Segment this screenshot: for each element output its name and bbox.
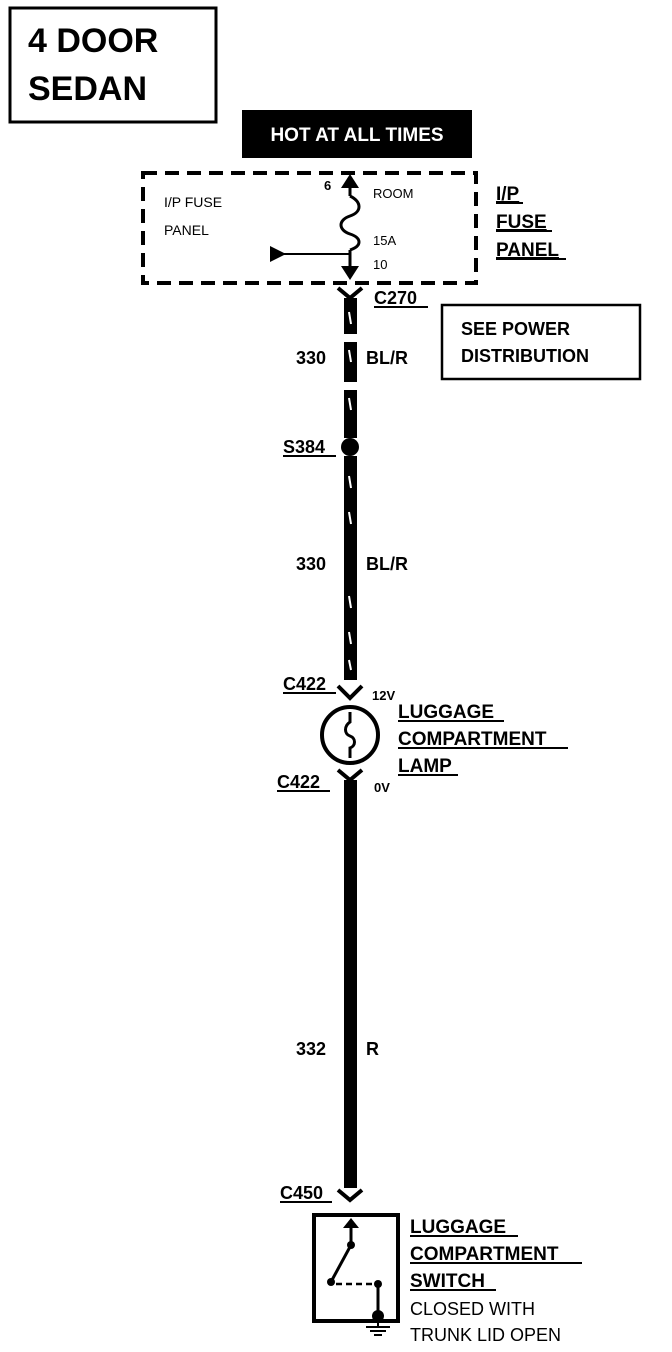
- c450-connector-icon: [336, 1188, 364, 1203]
- title-line-2: SEDAN: [28, 70, 147, 108]
- lamp-label-2: COMPARTMENT: [398, 729, 547, 750]
- switch-note-1: CLOSED WITH: [410, 1299, 535, 1319]
- title-box: [8, 6, 218, 124]
- wire-330-segment-2: [344, 456, 357, 680]
- fuse-pin-top: 6: [324, 178, 331, 193]
- wire-dash: [348, 595, 352, 609]
- fuse-pin-bottom: 10: [373, 257, 387, 272]
- wire-1-circuit: 330: [296, 348, 326, 368]
- switch-box: [312, 1213, 400, 1323]
- fuse-element-icon: [339, 194, 361, 252]
- wire-dash: [348, 311, 352, 325]
- fuse-panel-inner-label-1: I/P FUSE: [164, 194, 222, 210]
- switch-note-2: TRUNK LID OPEN: [410, 1325, 561, 1345]
- switch-label-2: COMPARTMENT: [410, 1244, 559, 1265]
- wire-3-color: R: [366, 1039, 379, 1059]
- c422-bottom-label: C422: [277, 772, 320, 792]
- s384-splice-dot: [341, 438, 359, 456]
- lamp-voltage-in: 12V: [372, 688, 395, 703]
- wire-332-segment: [344, 780, 357, 1188]
- lamp-voltage-out: 0V: [374, 780, 390, 795]
- wire-dash: [348, 511, 352, 525]
- fuse-panel-side-label-1: I/P: [496, 184, 520, 205]
- see-power-line-1: SEE POWER: [461, 319, 570, 339]
- panel-stub-arrow-icon: [270, 246, 286, 262]
- wire-2-color: BL/R: [366, 554, 408, 574]
- wire-gap-1: [343, 334, 358, 342]
- title-line-1: 4 DOOR: [28, 22, 158, 60]
- see-power-line-2: DISTRIBUTION: [461, 346, 589, 366]
- wire-dash: [348, 475, 352, 489]
- switch-ground-dot: [372, 1310, 384, 1322]
- lamp-label-1: LUGGAGE: [398, 702, 494, 723]
- switch-pivot-contact: [327, 1278, 335, 1286]
- switch-blade: [330, 1244, 353, 1281]
- fuse-panel-inner-label-2: PANEL: [164, 222, 209, 238]
- fuse-panel-side-label-2: FUSE: [496, 212, 547, 233]
- fuse-rating: 15A: [373, 233, 396, 248]
- c450-label: C450: [280, 1183, 323, 1203]
- wire-gap-2: [343, 382, 358, 390]
- switch-label-1: LUGGAGE: [410, 1217, 506, 1238]
- c270-connector-icon: [336, 286, 364, 301]
- lamp-label-3: LAMP: [398, 756, 452, 777]
- fuse-panel-outline: [141, 171, 478, 285]
- see-power-box: [440, 303, 642, 381]
- wire-dash: [348, 349, 352, 363]
- wire-2-circuit: 330: [296, 554, 326, 574]
- switch-label-3: SWITCH: [410, 1271, 485, 1292]
- wire-1-color: BL/R: [366, 348, 408, 368]
- fuse-circuit-name: ROOM: [373, 186, 413, 201]
- switch-top-arrow-icon: [343, 1218, 359, 1228]
- hot-banner-box: [242, 110, 472, 158]
- wire-330-segment-1: [344, 298, 357, 438]
- hot-banner-text: HOT AT ALL TIMES: [270, 125, 443, 146]
- c270-label: C270: [374, 288, 417, 308]
- c422-top-connector-icon: [336, 684, 364, 701]
- ground-icon: [366, 1320, 390, 1336]
- fuse-bottom-arrow-icon: [341, 266, 359, 280]
- wire-dash: [348, 659, 352, 671]
- fuse-panel-side-label-3: PANEL: [496, 240, 559, 261]
- wire-3-circuit: 332: [296, 1039, 326, 1059]
- c422-top-label: C422: [283, 674, 326, 694]
- c422-bottom-connector-icon: [336, 768, 364, 783]
- lamp-filament-icon: [344, 712, 356, 758]
- wire-dash: [348, 631, 352, 645]
- s384-label: S384: [283, 437, 325, 457]
- wire-dash: [348, 397, 352, 411]
